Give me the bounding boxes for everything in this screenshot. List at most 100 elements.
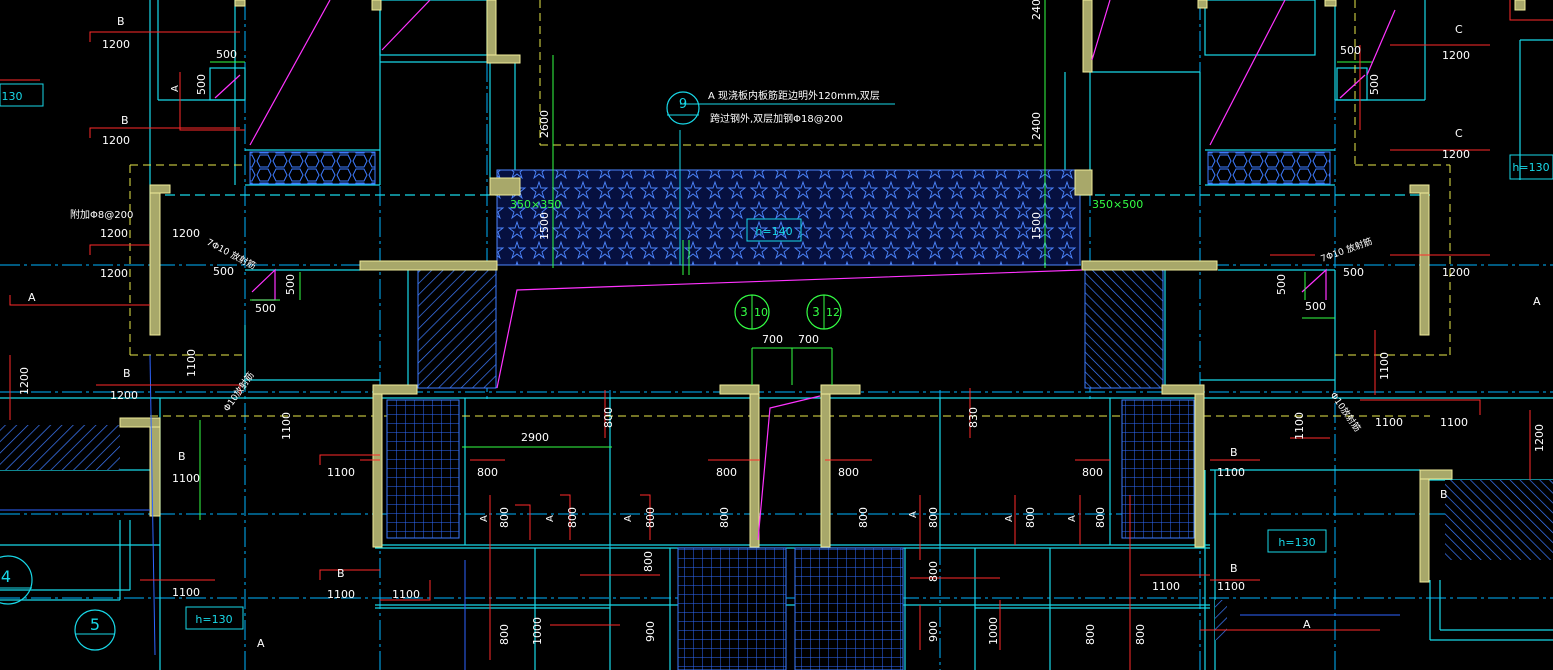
- note-line-1: A 现浇板内板筋距边明外120mm,双层: [708, 89, 880, 102]
- dim-1100: 1100: [1293, 412, 1306, 440]
- walls: [119, 0, 1526, 583]
- dim-800: 800: [1134, 624, 1147, 645]
- callout-5-number: 5: [90, 615, 100, 634]
- slab-boundary: [129, 0, 1451, 417]
- grid-letter: A: [1533, 295, 1541, 308]
- dim-800: 800: [927, 507, 940, 528]
- rebar-note-3: 7Φ10 放射筋: [1319, 235, 1374, 265]
- callout-3-12: 3 12: [806, 294, 842, 330]
- beam-label-left: 350×350: [510, 198, 561, 211]
- dim-500: 500: [255, 302, 276, 315]
- callout-3-12-sub: 12: [826, 306, 840, 319]
- thickness-label-1: h=130: [1512, 161, 1549, 174]
- magenta-lines: [214, 0, 1396, 541]
- green-dimensions: [199, 0, 1372, 520]
- dim-800: 800: [1024, 507, 1037, 528]
- dim-1200: 1200: [18, 367, 31, 395]
- callout-3-10-sub: 10: [754, 306, 768, 319]
- note-line-2: 跨过钢外,双层加钢Φ18@200: [710, 112, 843, 125]
- grid-letter: B: [117, 15, 125, 28]
- dim-1200: 1200: [1442, 266, 1470, 279]
- dim-1200: 1200: [110, 389, 138, 402]
- dim-1100: 1100: [1440, 416, 1468, 429]
- dimension-text: 2900 700 700 2600 2400 2400 1500 1500 50…: [18, 0, 1546, 645]
- callout-3-10-num: 3: [740, 305, 748, 319]
- dim-1100: 1100: [392, 588, 420, 601]
- dim-2400a: 2400: [1030, 0, 1043, 20]
- dim-1100: 1100: [280, 412, 293, 440]
- beam-label-right: 350×500: [1092, 198, 1143, 211]
- dim-800: 800: [566, 507, 579, 528]
- dim-800: 800: [1094, 507, 1107, 528]
- dim-1100: 1100: [185, 349, 198, 377]
- dim-500: 500: [1368, 74, 1381, 95]
- dim-1100: 1100: [1378, 352, 1391, 380]
- dim-1200: 1200: [1442, 148, 1470, 161]
- grid-letter: C: [1455, 23, 1463, 36]
- dim-1000: 1000: [987, 617, 1000, 645]
- dim-900: 900: [644, 621, 657, 642]
- boxed-labels: h=140 h=130 h=130 h=130 130: [0, 83, 1553, 630]
- hatch-regions: [0, 151, 1553, 670]
- mark-a: A: [170, 85, 181, 92]
- mark-a: A: [479, 515, 490, 522]
- dim-800: 800: [498, 624, 511, 645]
- dim-800: 800: [1082, 466, 1103, 479]
- dim-800: 800: [477, 466, 498, 479]
- mark-a: A: [623, 515, 634, 522]
- thickness-label-3: h=130: [195, 613, 232, 626]
- dim-1200: 1200: [100, 227, 128, 240]
- callout-3-10: 3 10: [734, 294, 770, 330]
- grid-letter: A: [28, 291, 36, 304]
- dim-500: 500: [1305, 300, 1326, 313]
- callout-4: 4: [0, 555, 33, 605]
- callout-9: 9: [666, 91, 700, 125]
- dim-500: 500: [1275, 274, 1288, 295]
- grid-letter: A: [257, 637, 265, 650]
- dim-800: 800: [498, 507, 511, 528]
- rebar-note-1: 附加Φ8@200: [70, 208, 133, 221]
- dim-500: 500: [216, 48, 237, 61]
- callout-9-number: 9: [679, 97, 687, 112]
- grid-letter: B: [1440, 488, 1448, 501]
- mark-a: A: [545, 515, 556, 522]
- dim-1200: 1200: [102, 38, 130, 51]
- dim-500: 500: [195, 74, 208, 95]
- dim-1500b: 1500: [1030, 212, 1043, 240]
- mark-a: A: [908, 511, 919, 518]
- dim-1200: 1200: [102, 134, 130, 147]
- dim-800: 800: [1084, 624, 1097, 645]
- dim-800: 800: [602, 407, 615, 428]
- dim-900: 900: [927, 621, 940, 642]
- dim-830: 830: [967, 407, 980, 428]
- small-marks: A A A A A A A: [170, 85, 1078, 522]
- mark-a: A: [1067, 515, 1078, 522]
- thickness-label-2: h=130: [1278, 536, 1315, 549]
- callout-5: 5: [74, 609, 116, 651]
- dim-500: 500: [1343, 266, 1364, 279]
- dim-1100: 1100: [1217, 580, 1245, 593]
- grid-letter: C: [1455, 127, 1463, 140]
- blue-marks: [0, 103, 1400, 670]
- dim-1200: 1200: [100, 267, 128, 280]
- grid-letter: B: [1230, 446, 1238, 459]
- dim-1000: 1000: [531, 617, 544, 645]
- dim-2600: 2600: [538, 110, 551, 138]
- mark-a: A: [1004, 515, 1015, 522]
- slab-thickness-label: h=140: [755, 225, 792, 238]
- grid-letter: B: [1230, 562, 1238, 575]
- dim-800: 800: [644, 507, 657, 528]
- dim-500: 500: [1340, 44, 1361, 57]
- callout-3-12-num: 3: [812, 305, 820, 319]
- grid-letter: B: [123, 367, 131, 380]
- grid-letter: B: [178, 450, 186, 463]
- dim-1200: 1200: [1442, 49, 1470, 62]
- dim-1100: 1100: [327, 466, 355, 479]
- grid-letter: A: [1303, 618, 1311, 631]
- dim-1200: 1200: [1533, 424, 1546, 452]
- thickness-label-4: 130: [2, 90, 23, 103]
- dim-800: 800: [642, 551, 655, 572]
- grid-letter: B: [121, 114, 129, 127]
